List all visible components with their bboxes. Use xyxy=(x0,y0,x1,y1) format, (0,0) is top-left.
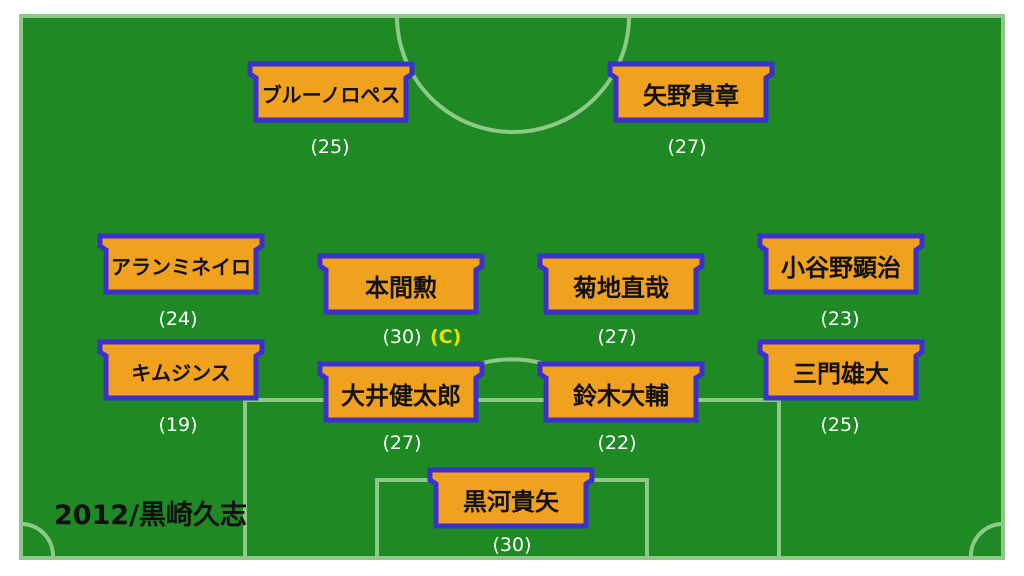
player-name: 黒河貴矢 xyxy=(463,487,559,516)
player-badge-fw-right: 矢野貴章 xyxy=(606,60,776,124)
player-name: 小谷野顕治 xyxy=(781,253,901,282)
player-badge-cm-right: 菊地直哉 xyxy=(536,252,706,316)
jersey-shape xyxy=(607,61,775,123)
player-badge-fw-left: ブルーノロペス xyxy=(246,60,416,124)
player-age: (19) xyxy=(158,414,198,436)
player-badge-gk: 黒河貴矢 xyxy=(426,466,596,530)
player-age: (30) xyxy=(382,326,422,348)
player-badge-lb: キムジンス xyxy=(96,338,266,402)
penalty-area xyxy=(243,398,781,560)
jersey-shape xyxy=(317,361,485,423)
corner-arc-right xyxy=(968,521,1004,559)
jersey-shape xyxy=(537,361,705,423)
jersey-shape xyxy=(97,339,265,401)
player-age: (27) xyxy=(597,326,637,348)
touchline xyxy=(19,14,1005,560)
player-age: (24) xyxy=(158,308,198,330)
player-name: キムジンス xyxy=(131,360,231,385)
jersey-shape xyxy=(317,253,485,315)
player-badge-rb: 三門雄大 xyxy=(756,338,926,402)
jersey-shape xyxy=(427,467,595,529)
jersey-shape xyxy=(97,233,265,295)
player-name: 菊地直哉 xyxy=(573,273,669,302)
player-age: (30) xyxy=(492,534,532,556)
player-name: 大井健太郎 xyxy=(341,381,461,410)
captain-mark: (C) xyxy=(430,326,462,348)
player-age: (22) xyxy=(597,432,637,454)
player-name: 鈴木大輔 xyxy=(573,381,669,410)
center-circle xyxy=(395,15,631,134)
player-age: (27) xyxy=(382,432,422,454)
player-name: 本間勲 xyxy=(365,273,437,302)
corner-arc-left xyxy=(20,521,56,559)
player-age: (23) xyxy=(820,308,860,330)
season-coach-label: 2012/黒崎久志 xyxy=(54,500,248,531)
player-age: (25) xyxy=(820,414,860,436)
player-name: ブルーノロペス xyxy=(261,82,401,107)
jersey-shape xyxy=(757,339,925,401)
player-name: 矢野貴章 xyxy=(643,81,739,110)
jersey-shape xyxy=(757,233,925,295)
player-badge-cb-left: 大井健太郎 xyxy=(316,360,486,424)
player-age: (27) xyxy=(667,136,707,158)
player-badge-cb-right: 鈴木大輔 xyxy=(536,360,706,424)
player-badge-lm: アランミネイロ xyxy=(96,232,266,296)
jersey-shape xyxy=(537,253,705,315)
jersey-shape xyxy=(247,61,415,123)
player-name: アランミネイロ xyxy=(111,254,251,279)
player-age: (25) xyxy=(310,136,350,158)
player-badge-cm-left: 本間勲 xyxy=(316,252,486,316)
player-badge-rm: 小谷野顕治 xyxy=(756,232,926,296)
player-name: 三門雄大 xyxy=(793,359,889,388)
